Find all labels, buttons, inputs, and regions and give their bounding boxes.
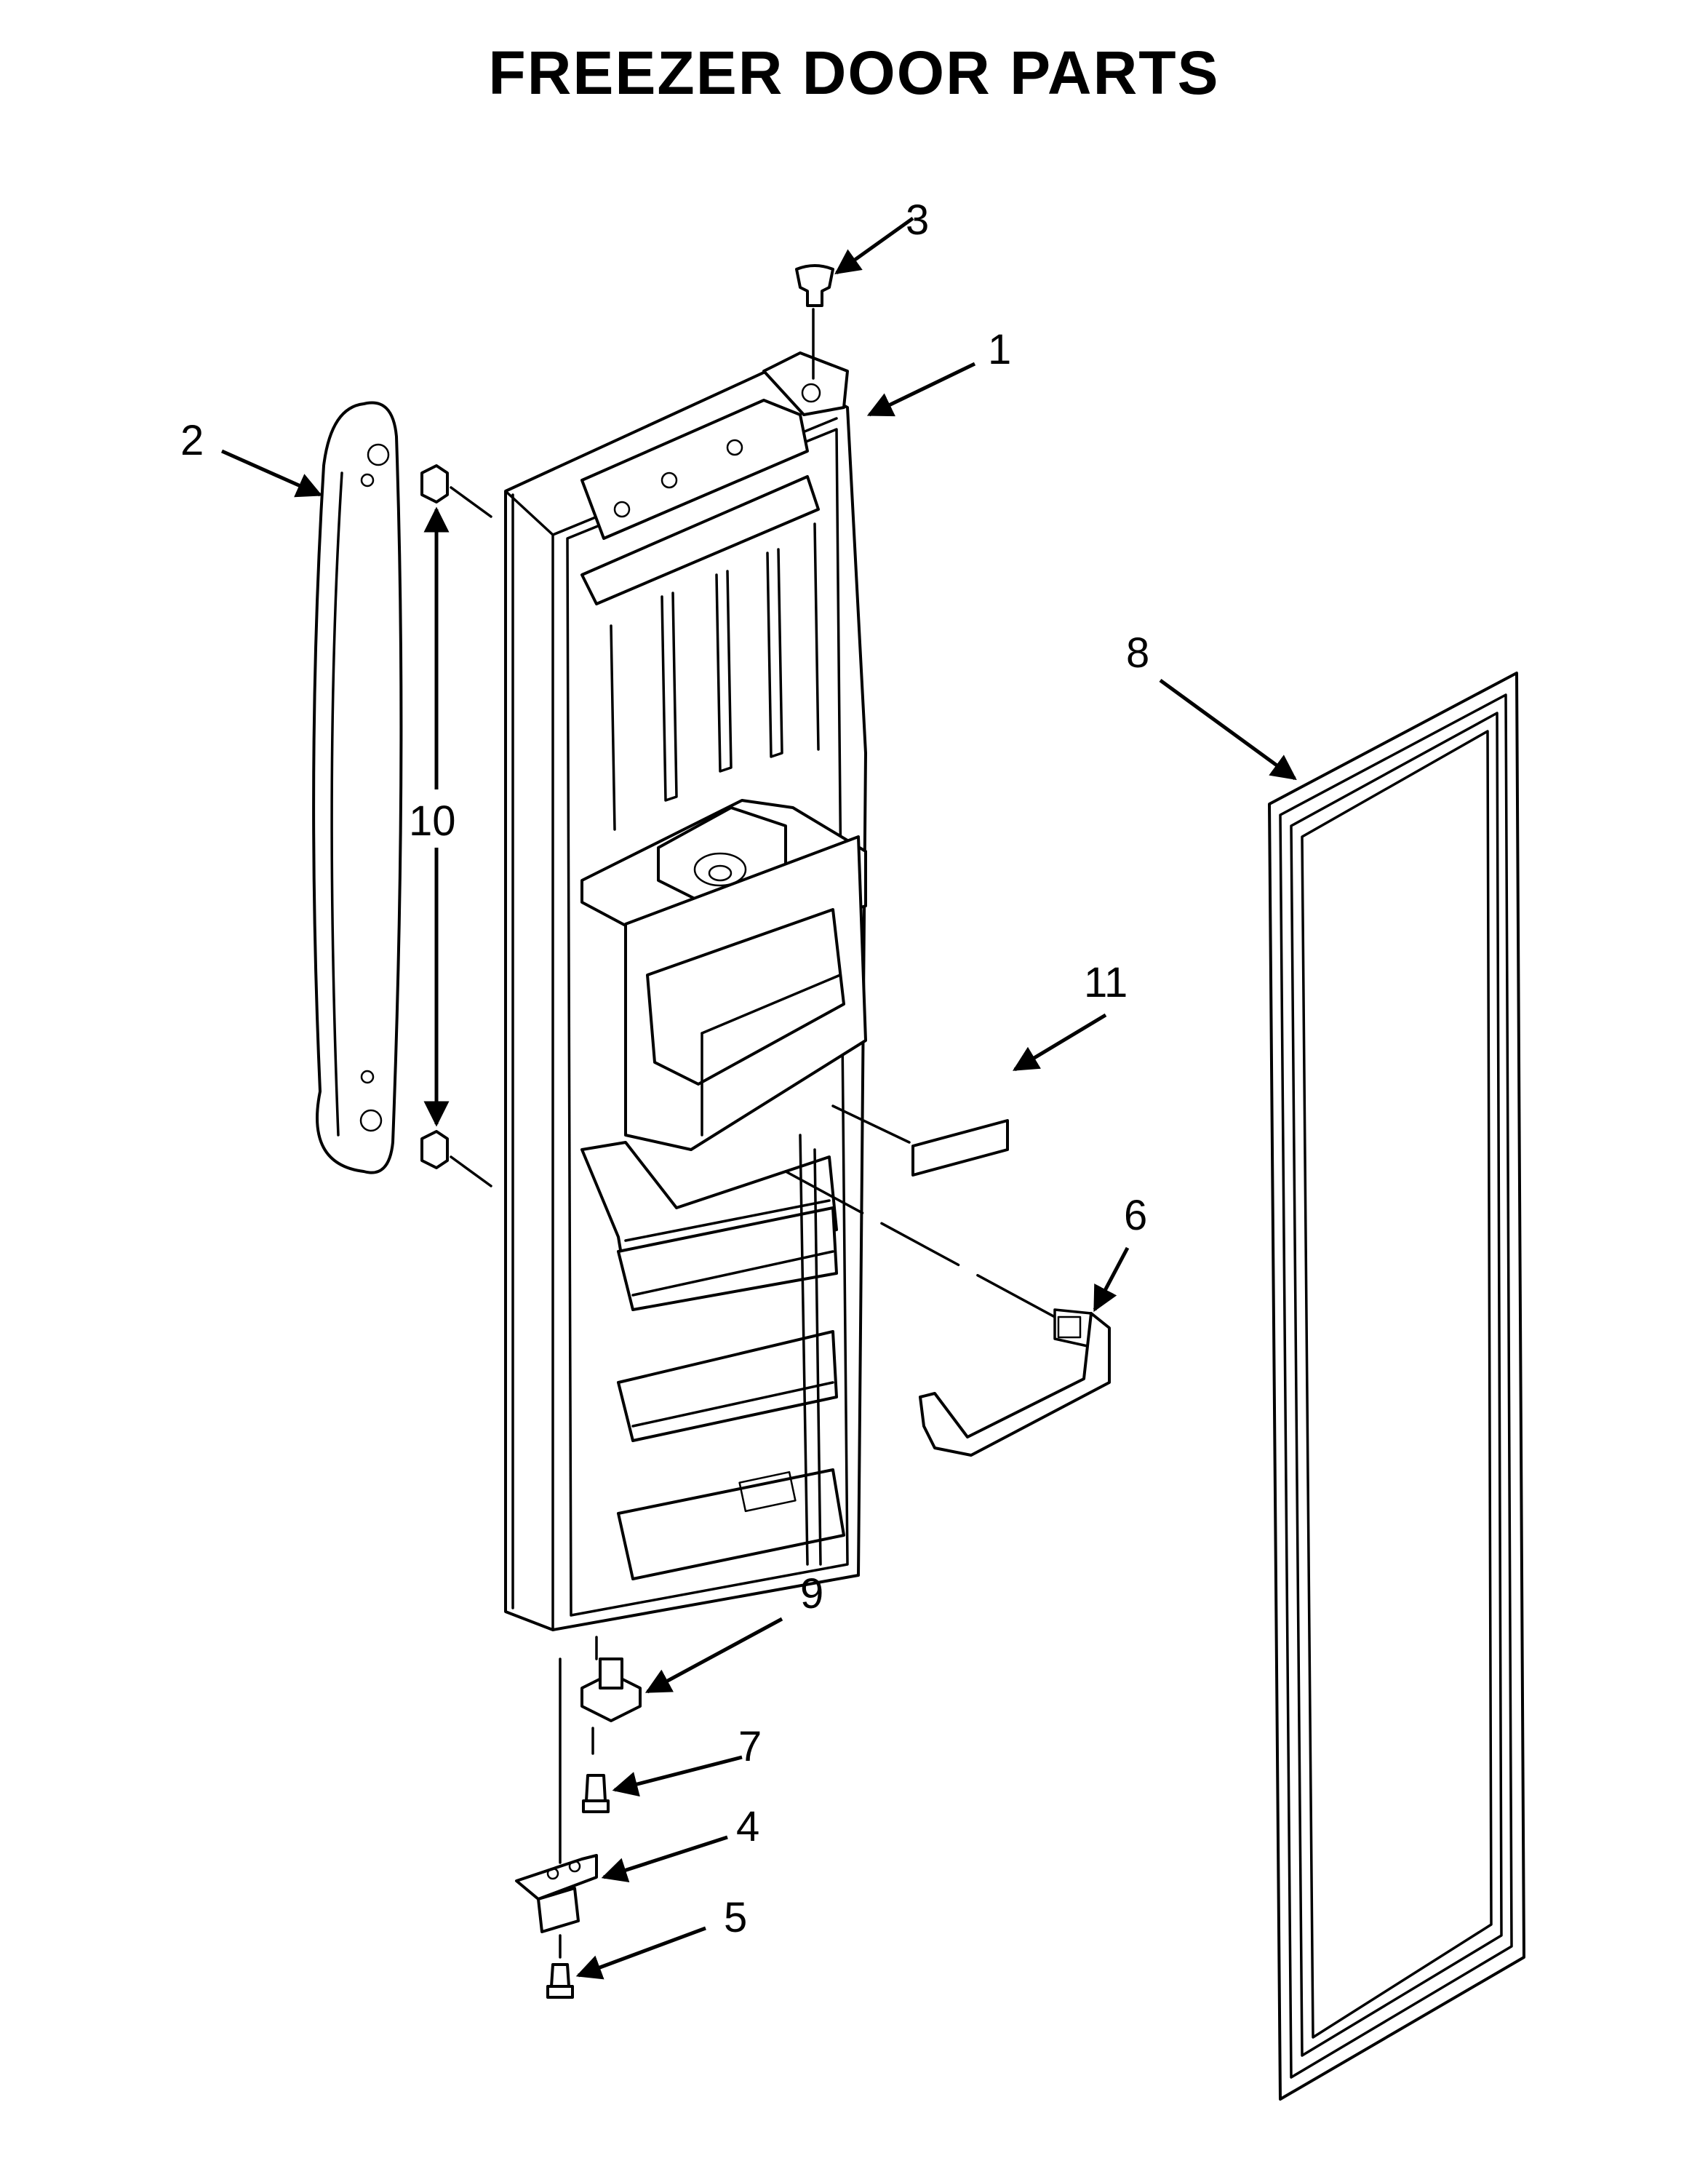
callout-11: 11 [1084, 959, 1128, 1006]
callout-7: 7 [738, 1723, 762, 1770]
callout-8: 8 [1126, 629, 1149, 677]
callout-6: 6 [1124, 1192, 1147, 1239]
hinge-screw-upper [582, 1774, 610, 1813]
page-title: FREEZER DOOR PARTS [488, 39, 1220, 107]
door-top-cap [795, 264, 834, 380]
callout-2: 2 [180, 417, 204, 464]
freezer-door-liner [504, 351, 867, 1631]
handle-studs [420, 464, 492, 1187]
leader-arrows [220, 216, 1297, 1980]
callout-10: 10 [409, 797, 456, 845]
hinge-pin [580, 1636, 642, 1755]
door-gasket [1268, 672, 1525, 2101]
door-handle [312, 401, 403, 1174]
callout-1: 1 [988, 326, 1011, 373]
callout-4: 4 [736, 1803, 759, 1850]
callout-9: 9 [800, 1570, 823, 1617]
hinge-screw-lower [546, 1963, 574, 1999]
door-bin [784, 1170, 1111, 1457]
dispenser-trim-strip [831, 1105, 1009, 1177]
callout-5: 5 [724, 1894, 747, 1941]
hinge-bracket [515, 1657, 598, 1959]
callout-3: 3 [906, 196, 929, 244]
